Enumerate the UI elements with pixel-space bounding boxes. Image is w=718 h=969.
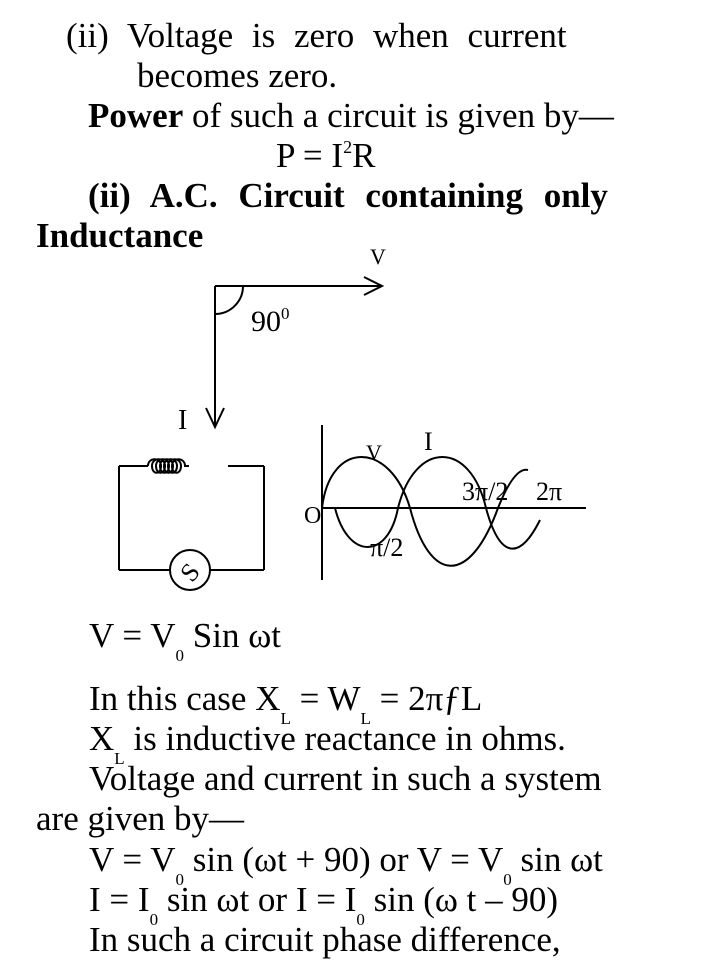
- wave-voltage-label: V: [366, 440, 382, 465]
- line-voltage-current-system: Voltage and current in such a system: [89, 759, 602, 798]
- current-phasor-arrowhead: [205, 407, 225, 430]
- section-heading-line2: Inductance: [36, 216, 204, 255]
- ac-source-label: S: [174, 557, 206, 587]
- tick-pi-over-2: π/2: [370, 533, 403, 562]
- section-heading-line1: (ii) A.C. Circuit containing only: [88, 176, 608, 215]
- wave-current-label: I: [424, 427, 433, 456]
- line-phase-difference: In such a circuit phase difference,: [89, 920, 561, 959]
- power-formula-r: R: [352, 136, 376, 175]
- tick-2pi: 2π: [536, 477, 562, 506]
- power-formula-exponent: 2: [343, 137, 353, 157]
- line-power-statement: Power of such a circuit is given by—: [88, 97, 614, 135]
- eq-current-forms: I = I0 sin ωt or I = I0 sin (ω t – 90): [89, 880, 559, 930]
- current-wave: [334, 456, 541, 550]
- voltage-phasor-arrowhead: [363, 276, 385, 296]
- current-phasor-label: I: [178, 405, 187, 436]
- line-given-by: are given by—: [36, 799, 244, 838]
- voltage-phasor-label: V: [370, 244, 386, 269]
- eq-reactance: In this case XL = WL = 2πƒL: [89, 679, 483, 729]
- origin-label: O: [304, 503, 321, 529]
- inductor-coil: [147, 458, 189, 474]
- eq-voltage-forms: V = V0 sin (ωt + 90) or V = V0 sin ωt: [89, 840, 603, 890]
- eq-voltage: V = V0 Sin ωt: [89, 616, 281, 666]
- ac-source-circle: [169, 549, 211, 591]
- power-formula: P = I2R: [276, 137, 375, 180]
- angle-label: 900: [251, 304, 290, 338]
- angle-arc: [214, 285, 244, 315]
- tick-3pi-over-2: 3π/2: [462, 477, 508, 506]
- line-voltage-zero: (ii) Voltage is zero when current: [66, 16, 567, 55]
- line-becomes-zero: becomes zero.: [137, 56, 338, 95]
- power-statement-rest: of such a circuit is given by—: [183, 96, 614, 135]
- power-formula-lhs: P = I: [276, 136, 344, 175]
- eq-reactance-definition: XL is inductive reactance in ohms.: [89, 719, 566, 769]
- voltage-wave: [321, 456, 529, 567]
- power-bold-word: Power: [88, 96, 184, 135]
